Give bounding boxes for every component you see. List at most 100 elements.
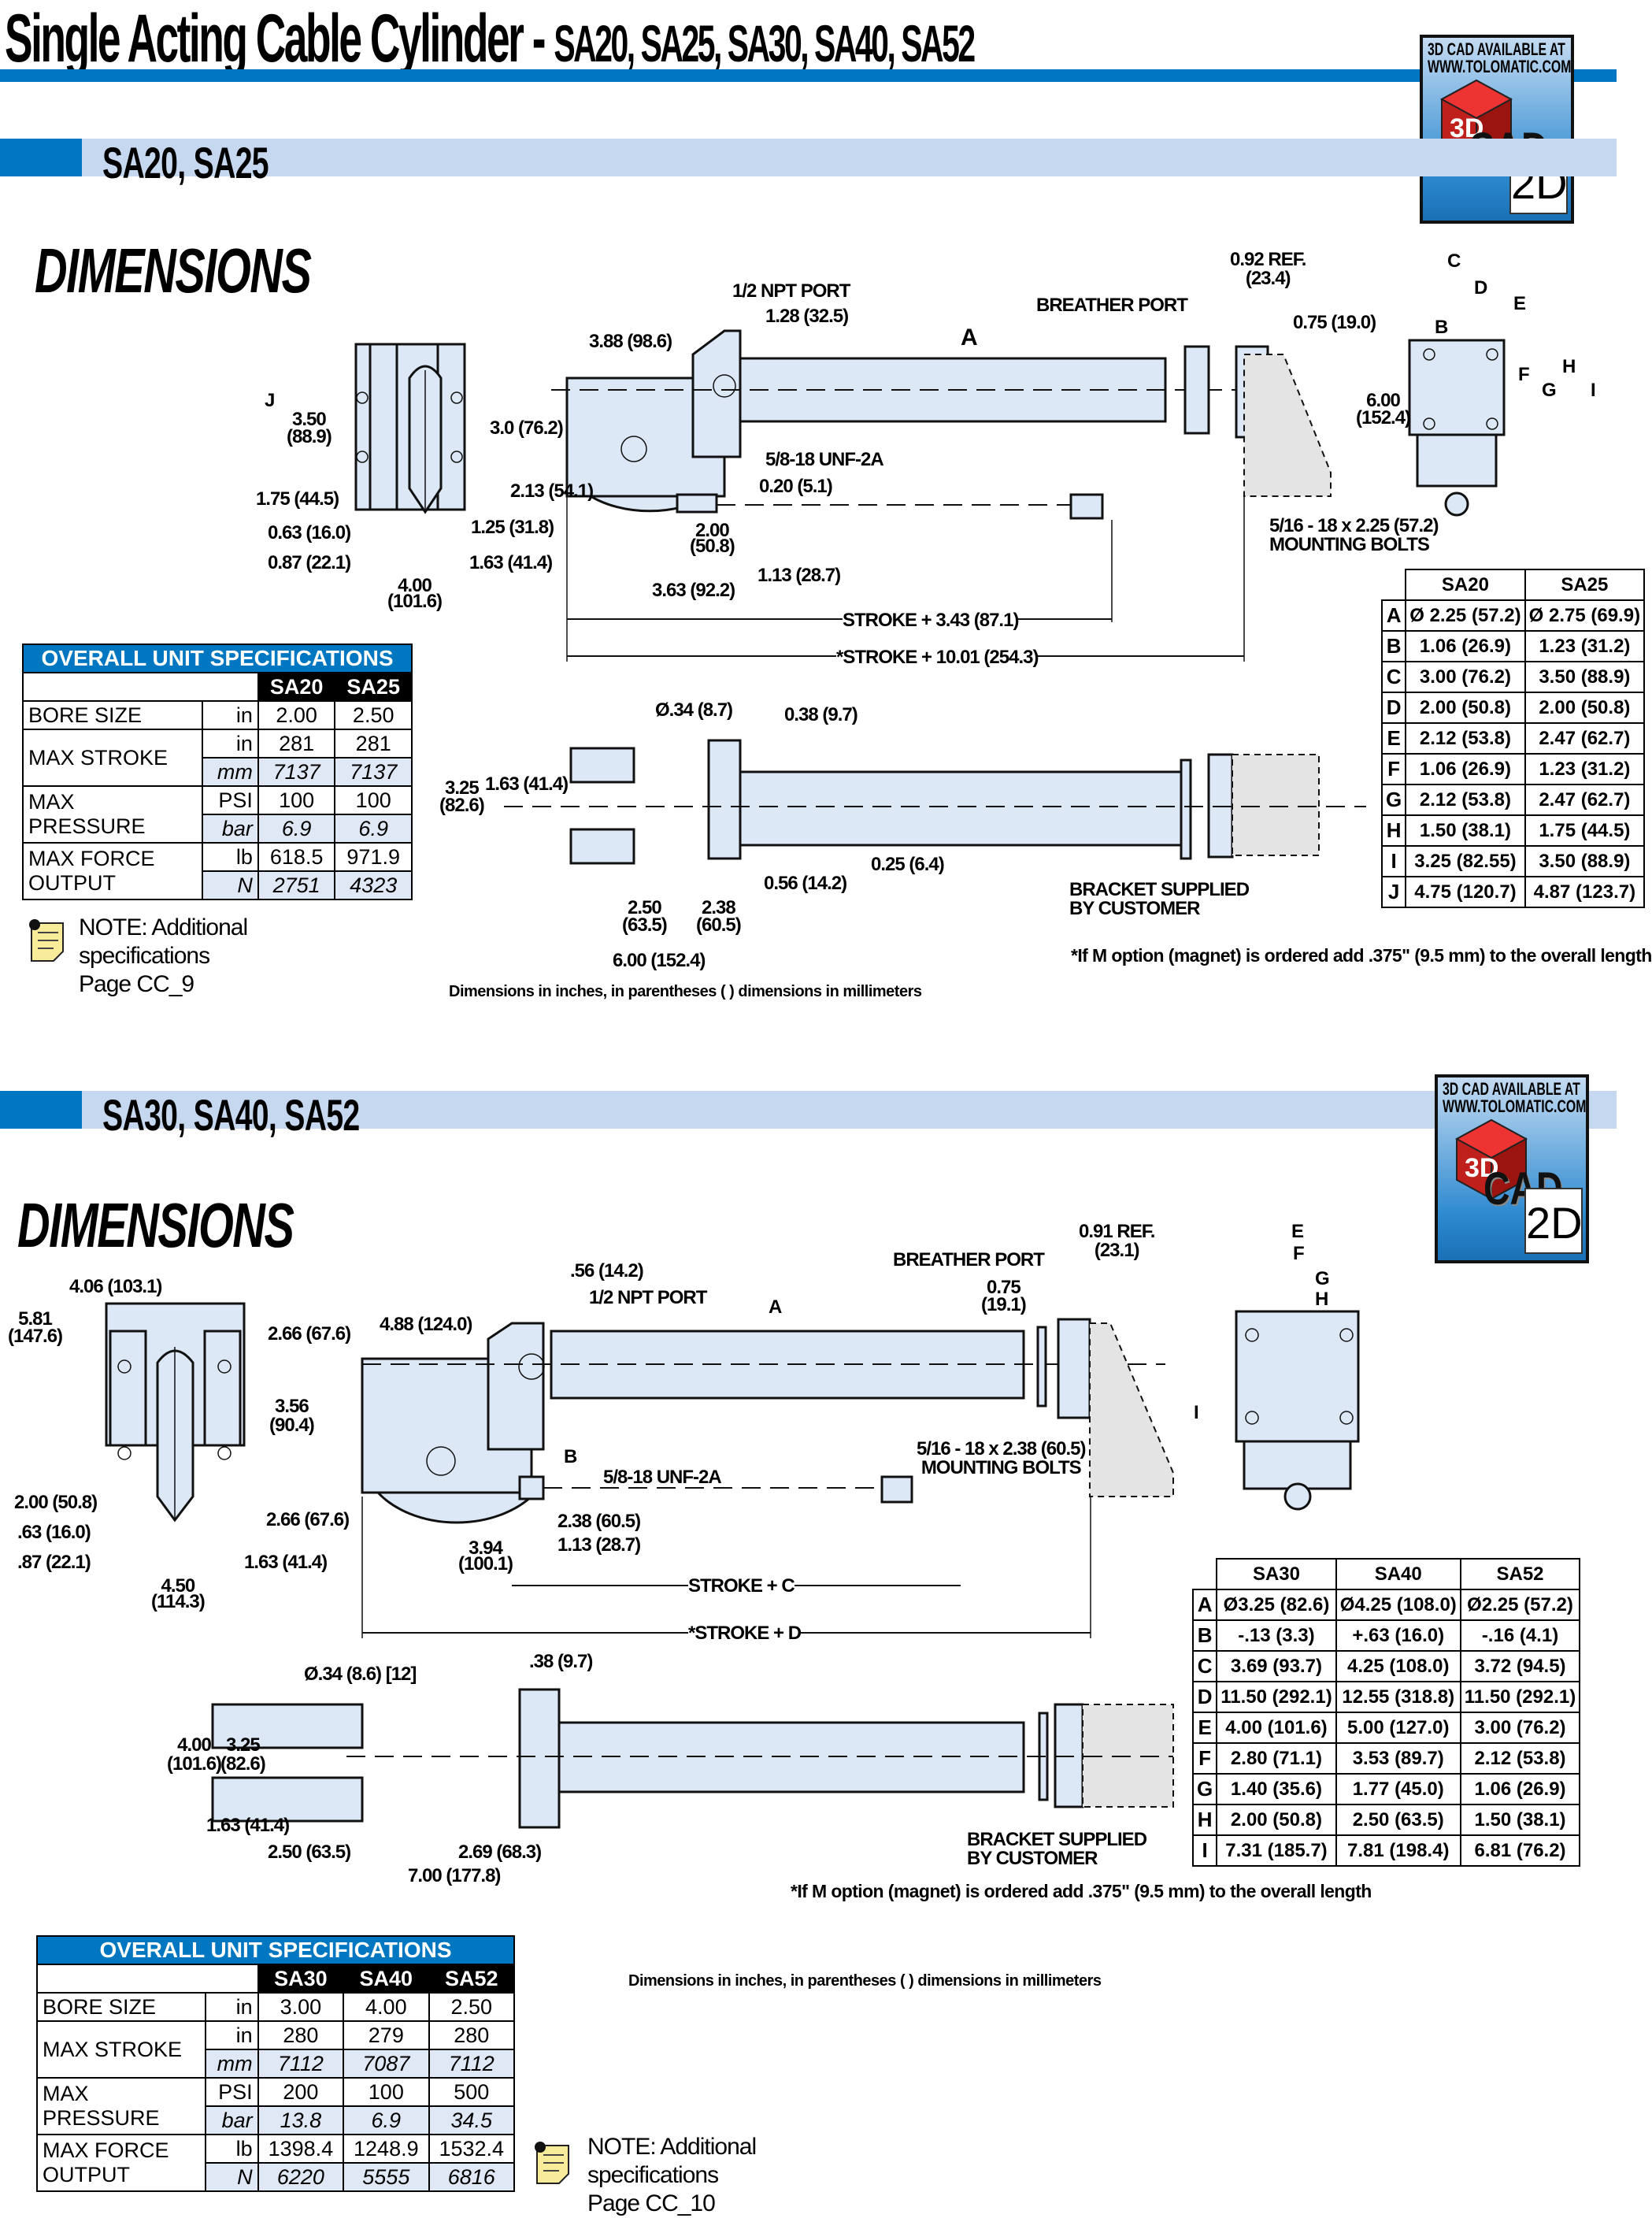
dim-letter: J	[1380, 876, 1407, 908]
dim-label-i: I	[1194, 1402, 1199, 1423]
row-label: BORE SIZE	[21, 700, 204, 730]
spec-header: OVERALL UNIT SPECIFICATIONS	[22, 644, 413, 673]
dim-value: 1.06 (26.9)	[1459, 1773, 1581, 1805]
dim-label-4-00: 4.00(101.6)	[387, 575, 443, 612]
dim-label: .38 (9.7)	[529, 1651, 593, 1672]
dim-label: 1.13 (28.7)	[757, 565, 841, 586]
dim-value: 2.00 (50.8)	[1216, 1804, 1337, 1836]
col-header: SA40	[343, 1964, 430, 1994]
dim-label: 1.63 (41.4)	[469, 552, 553, 573]
title-models: SA20, SA25, SA30, SA40, SA52	[554, 14, 976, 72]
dim-value: 5.00 (127.0)	[1335, 1712, 1461, 1744]
dim-value: 3.00 (76.2)	[1405, 661, 1526, 693]
hole-callout: Ø.34 (8.6) [12]	[304, 1664, 417, 1685]
dim-label-i: I	[1591, 380, 1596, 401]
dim-label: 3.0 (76.2)	[490, 417, 564, 439]
dim-letter: C	[1191, 1650, 1218, 1682]
dim-letter: D	[1191, 1681, 1218, 1713]
dim-letter: D	[1380, 692, 1407, 724]
dim-letter: E	[1191, 1712, 1218, 1744]
plan-view-drawing	[211, 1688, 1174, 1829]
plan-view-drawing	[504, 739, 1366, 865]
col-header: SA30	[1216, 1558, 1337, 1590]
dim-value: Ø 2.75 (69.9)	[1524, 599, 1646, 632]
dim-label: 0.38 (9.7)	[784, 704, 858, 725]
dim-label: 1.63 (41.4)	[485, 773, 569, 795]
dim-label: 3.88 (98.6)	[589, 331, 672, 352]
dim-letter: I	[1191, 1834, 1218, 1867]
dim-label: 6.00 (152.4)	[613, 950, 706, 971]
row-label: BORE SIZE	[35, 1992, 207, 2022]
dim-value: 1.06 (26.9)	[1405, 753, 1526, 785]
dim-label: 0.25 (6.4)	[871, 854, 945, 875]
dim-letter: E	[1380, 722, 1407, 755]
dim-label-ref: 0.91 REF.(23.1)	[1079, 1221, 1155, 1261]
dim-label-e: E	[1513, 293, 1526, 314]
units-note: Dimensions in inches, in parentheses ( )…	[628, 1972, 1102, 1990]
dim-label: 1.13 (28.7)	[557, 1534, 641, 1556]
dim-value: 11.50 (292.1)	[1216, 1681, 1337, 1713]
page-ref-link[interactable]: Page CC_10	[587, 2190, 716, 2216]
dim-value: 1.23 (31.2)	[1524, 630, 1646, 662]
dim-label-f: F	[1293, 1243, 1305, 1264]
sa20-drawing	[354, 329, 1506, 865]
page-ref-link[interactable]: Page CC_9	[79, 971, 194, 997]
dim-label-4-50: 4.50(114.3)	[151, 1575, 206, 1612]
row-label: MAX STROKE	[21, 729, 204, 787]
dim-label-3-25: 3.25(82.6)	[439, 777, 485, 816]
port-callout: 1/2 NPT PORT	[732, 280, 850, 302]
dim-label-4-00: 4.00(101.6)	[167, 1734, 222, 1775]
dim-letter: I	[1380, 845, 1407, 877]
dim-letter: H	[1191, 1804, 1218, 1836]
col-header: SA20	[1405, 569, 1526, 601]
section-title: SA20, SA25	[102, 138, 269, 187]
dim-label: 0.75 (19.0)	[1293, 312, 1376, 333]
overall-stroke-label: *STROKE + 10.01 (254.3)	[836, 647, 1039, 669]
dim-label: 2.38 (60.5)	[557, 1511, 641, 1532]
col-header: SA40	[1335, 1558, 1461, 1590]
dim-value: -.13 (3.3)	[1216, 1619, 1337, 1652]
dim-letter: F	[1191, 1742, 1218, 1775]
col-header: SA20	[257, 672, 336, 702]
dim-label-2-00: 2.00(50.8)	[690, 520, 735, 557]
dim-label-5-81: 5.81(147.6)	[8, 1308, 63, 1347]
2d-doc-icon: 2D	[1524, 1188, 1583, 1254]
dim-value: Ø2.25 (57.2)	[1459, 1589, 1581, 1621]
dim-letter: B	[1191, 1619, 1218, 1652]
section-band-sa30-sa40-sa52: SA30, SA40, SA52	[0, 1090, 1617, 1140]
dim-label-f: F	[1518, 364, 1530, 385]
dimensions-heading: DIMENSIONS	[17, 1190, 294, 1260]
col-header: SA52	[428, 1964, 516, 1994]
dim-label: 1.25 (31.8)	[471, 517, 554, 538]
mounting-bolts-callout: 5/16 - 18 x 2.38 (60.5)MOUNTING BOLTS	[917, 1438, 1086, 1478]
side-view-drawing	[361, 1318, 1174, 1524]
col-header: SA52	[1459, 1558, 1581, 1590]
dim-value: 2.80 (71.1)	[1216, 1742, 1337, 1775]
dim-label-a: A	[961, 325, 978, 351]
dim-label: 2.00 (50.8)	[14, 1492, 98, 1513]
dim-label-3-25: 3.25(82.6)	[220, 1734, 266, 1775]
svg-text:3D: 3D	[1465, 1153, 1498, 1183]
dim-label: 7.00 (177.8)	[408, 1865, 501, 1886]
dim-label-2-38: 2.38(60.5)	[696, 897, 742, 936]
note-icon	[29, 919, 64, 962]
dim-value: 4.25 (108.0)	[1335, 1650, 1461, 1682]
stroke-label: STROKE + 3.43 (87.1)	[843, 610, 1019, 632]
dim-label-0-75: 0.75(19.1)	[981, 1277, 1027, 1315]
dim-value: 3.50 (88.9)	[1524, 661, 1646, 693]
